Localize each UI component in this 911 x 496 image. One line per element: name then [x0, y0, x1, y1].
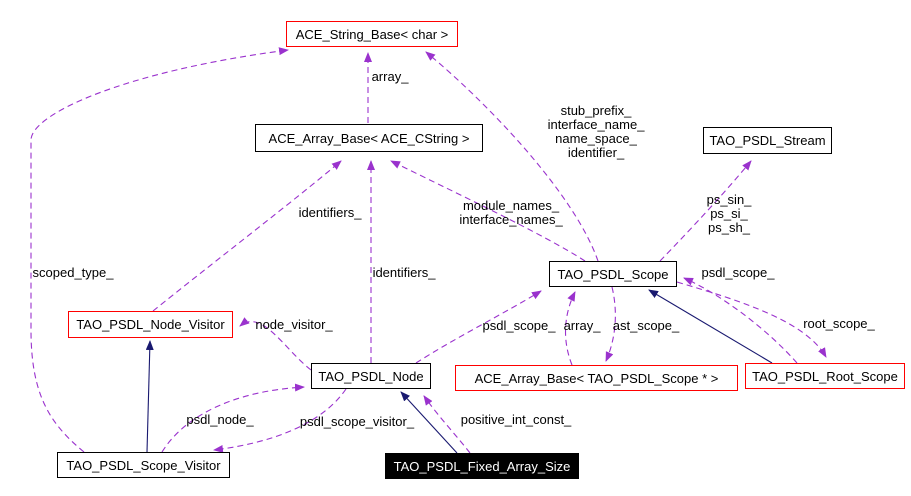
edge-label-line: array_: [371, 69, 409, 84]
edge-scoped-type: [30, 47, 289, 453]
edge-label-psdl-scope-visitor: psdl_scope_visitor_: [300, 415, 414, 429]
edge-label-line: identifiers_: [298, 205, 362, 220]
edge-label-array-top: array_: [372, 70, 409, 84]
edge-module-names: [390, 160, 586, 262]
edge-label-line: name_space_: [555, 131, 637, 146]
edge-label-line: positive_int_const_: [460, 412, 572, 427]
edge-label-line: interface_names_: [459, 212, 563, 227]
edges: [30, 47, 827, 454]
edge-label-line: module_names_: [462, 198, 560, 213]
edge-label-ast-scope: ast_scope_: [613, 319, 680, 333]
class-node-tao-psdl-scope[interactable]: TAO_PSDL_Scope: [549, 261, 677, 287]
edge-label-scoped-type: scoped_type_: [33, 266, 114, 280]
edge-label-ps: ps_sin_ps_si_ps_sh_: [707, 193, 752, 235]
edge-label-line: ps_sh_: [708, 220, 750, 235]
edge-inherit-fixed-array: [400, 391, 458, 454]
class-node-ace-string-base[interactable]: ACE_String_Base< char >: [286, 21, 458, 47]
edge-label-module-names: module_names_interface_names_: [459, 199, 562, 227]
edge-label-line: root_scope_: [803, 316, 875, 331]
edge-label-line: array_: [563, 318, 601, 333]
class-node-ace-array-base-cstring[interactable]: ACE_Array_Base< ACE_CString >: [255, 124, 483, 152]
edge-label-positive-int-const: positive_int_const_: [461, 413, 572, 427]
edge-psdl-node: [161, 383, 305, 453]
edge-label-root-scope: root_scope_: [803, 317, 875, 331]
edge-label-line: psdl_scope_visitor_: [299, 414, 415, 429]
edge-label-line: psdl_node_: [186, 412, 254, 427]
edge-label-line: identifier_: [567, 145, 625, 160]
edge-root-scope: [676, 281, 827, 358]
edge-label-identifiers-1: identifiers_: [299, 206, 362, 220]
edge-label-line: node_visitor_: [255, 317, 333, 332]
edge-inherit-root-scope: [648, 289, 773, 364]
edge-label-line: stub_prefix_: [560, 103, 632, 118]
class-node-tao-psdl-root-scope[interactable]: TAO_PSDL_Root_Scope: [745, 363, 905, 389]
edge-label-line: identifiers_: [372, 265, 436, 280]
class-node-tao-psdl-node[interactable]: TAO_PSDL_Node: [311, 363, 431, 389]
edge-label-line: interface_name_: [547, 117, 645, 132]
edge-label-node-visitor: node_visitor_: [255, 318, 332, 332]
edge-label-stub-prefix: stub_prefix_interface_name_name_space_id…: [548, 104, 645, 160]
edge-inherit-scope-visitor: [145, 340, 154, 453]
edge-label-line: ast_scope_: [612, 318, 680, 333]
edge-label-identifiers-2: identifiers_: [373, 266, 436, 280]
edge-ps-streams: [659, 160, 752, 262]
edge-label-line: ps_sin_: [706, 192, 752, 207]
edge-label-line: ps_si_: [710, 206, 748, 221]
class-node-tao-psdl-node-visitor[interactable]: TAO_PSDL_Node_Visitor: [68, 311, 233, 338]
edge-psdl-scope-visitor: [213, 388, 347, 453]
edge-psdl-scope-mid: [415, 290, 542, 364]
edge-label-psdl-node: psdl_node_: [186, 413, 253, 427]
edge-psdl-scope-right: [683, 277, 798, 364]
class-node-tao-psdl-stream[interactable]: TAO_PSDL_Stream: [703, 127, 832, 154]
edge-label-line: psdl_scope_: [701, 265, 775, 280]
edge-node-visitor: [239, 317, 312, 371]
class-node-tao-psdl-scope-visitor[interactable]: TAO_PSDL_Scope_Visitor: [57, 452, 230, 478]
class-node-ace-array-base-scope-ptr[interactable]: ACE_Array_Base< TAO_PSDL_Scope * >: [455, 365, 738, 391]
edge-label-psdl-scope-right: psdl_scope_: [702, 266, 775, 280]
edge-stub-prefix: [425, 51, 599, 262]
edge-label-array-mid: array_: [564, 319, 601, 333]
edge-label-line: scoped_type_: [32, 265, 114, 280]
edge-label-psdl-scope-mid: psdl_scope_: [483, 319, 556, 333]
class-node-tao-psdl-fixed-array-size[interactable]: TAO_PSDL_Fixed_Array_Size: [385, 453, 579, 479]
edge-identifiers-1: [152, 160, 342, 312]
edge-label-line: psdl_scope_: [482, 318, 556, 333]
